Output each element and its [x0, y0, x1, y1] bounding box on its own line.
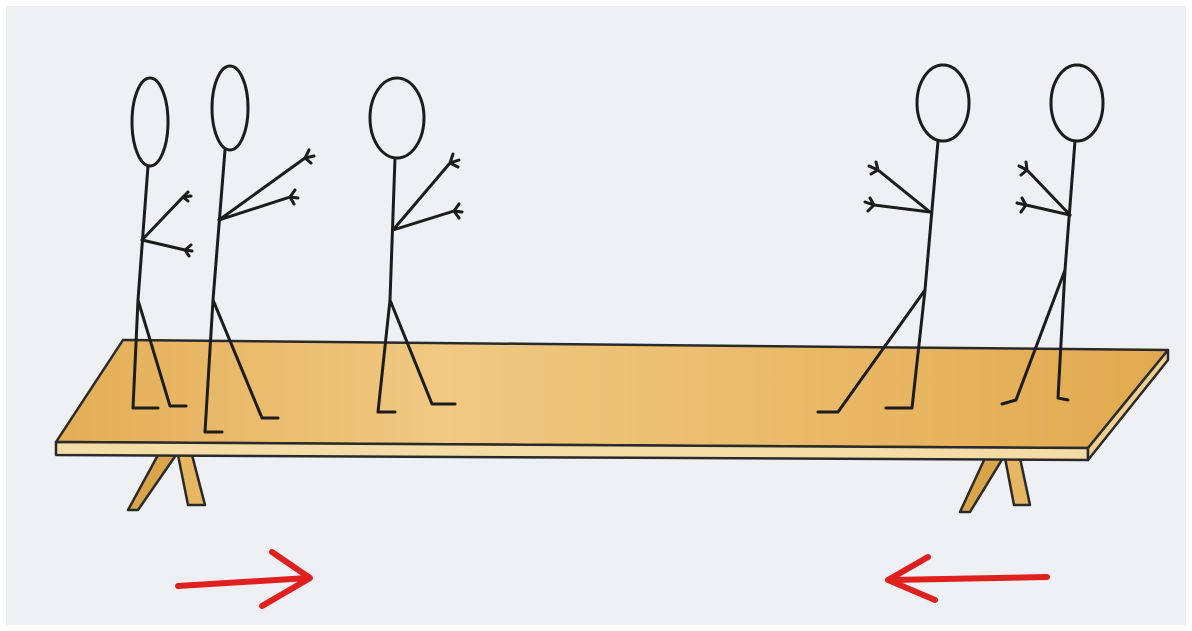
paper-background: [6, 6, 1186, 625]
bench-plank: [56, 340, 1168, 460]
